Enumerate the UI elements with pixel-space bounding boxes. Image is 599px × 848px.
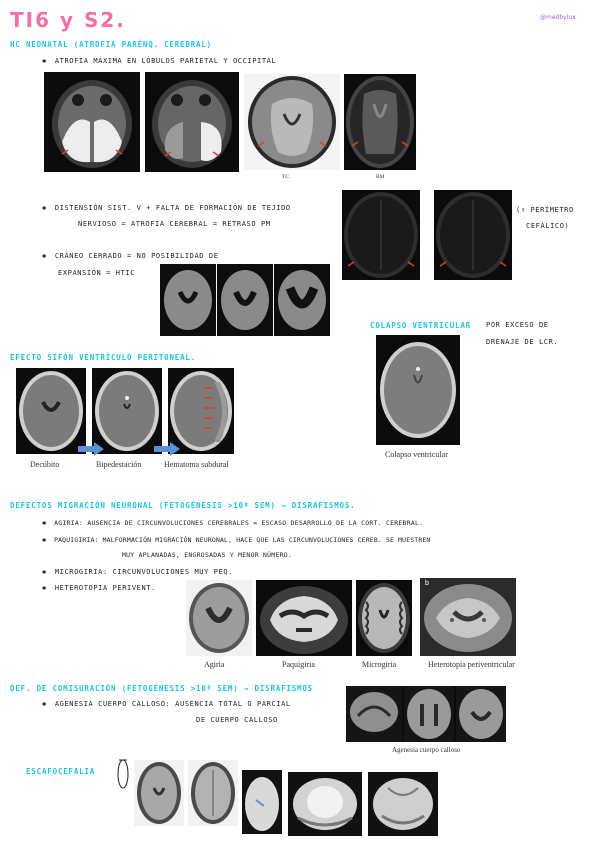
side-note-cefalico: CEFÁLICO) — [526, 222, 570, 230]
bullet-agenesia: ✱ AGENESIA CUERPO CALLOSO: AUSENCIA TOTA… — [42, 700, 291, 708]
caption-paquigiria: Paquigiria — [282, 660, 315, 669]
bullet-text: AGIRIA: AUSENCIA DE CIRCUNVOLUCIONES CER… — [54, 519, 424, 527]
scan-ct-1 — [44, 72, 140, 172]
bullet-agenesia-cont: DE CUERPO CALLOSO — [196, 716, 278, 724]
caption-bipedestacion: Bipedestación — [96, 460, 142, 469]
caption-agenesia: Agenesia cuerpo calloso — [392, 746, 461, 754]
caption-rm: RM — [376, 174, 385, 180]
scan-escafo-2 — [188, 760, 238, 826]
scan-microgiria — [356, 580, 412, 656]
bullet-star-icon: ✱ — [42, 519, 47, 527]
bullet-star-icon: ✱ — [42, 57, 47, 65]
scan-colapso — [376, 335, 460, 445]
bullet-text: PAQUIGIRIA: MALFORMACIÓN MIGRACIÓN NEURO… — [54, 536, 431, 544]
bullet-text: HETEROTOPIA PERIVENT. — [54, 584, 156, 592]
arrow-right-icon — [154, 442, 180, 456]
bullet-distension-cont: NERVIOSO = ATROFIA CEREBRAL = RETRASO PM — [78, 220, 271, 228]
scan-bipedestacion — [92, 368, 162, 454]
arrow-right-icon — [78, 442, 104, 456]
bullet-distension: ✱ DISTENSIÓN SIST. V + FALTA DE FORMACIÓ… — [42, 204, 291, 212]
caption-agiria: Agiria — [204, 660, 225, 669]
author-handle: @medbylux — [540, 14, 576, 21]
heading-comisuracion: DEF. DE COMISURACIÓN (FETOGÉNESIS >10ª S… — [10, 684, 313, 693]
bullet-star-icon: ✱ — [42, 252, 47, 260]
caption-heterotopia: Heterotopia periventricular — [428, 660, 515, 669]
scan-escafo-3d-1 — [242, 770, 282, 834]
bullet-paquigiria: ✱ PAQUIGIRIA: MALFORMACIÓN MIGRACIÓN NEU… — [42, 536, 430, 544]
scan-escafo-3d-2 — [288, 772, 362, 836]
scan-agiria — [186, 580, 252, 656]
scan-escafo-3d-3 — [368, 772, 438, 836]
bullet-microgiria: ✱ MICROGIRIA: CIRCUNVOLUCIONES MUY PEQ. — [42, 568, 233, 576]
scan-mri-axial-2 — [434, 190, 512, 280]
bullet-star-icon: ✱ — [42, 204, 47, 212]
scan-strip-agenesia — [346, 686, 506, 742]
bullet-agiria: ✱ AGIRIA: AUSENCIA DE CIRCUNVOLUCIONES C… — [42, 519, 423, 527]
scan-paquigiria — [256, 580, 352, 656]
scan-ct-2 — [145, 72, 239, 172]
panel-label: b — [425, 580, 429, 587]
bullet-craneo: ✱ CRÁNEO CERRADO = NO POSIBILIDAD DE — [42, 252, 219, 260]
heading-sifon: EFECTO SIFÓN VENTRÍCULO PERITONEAL. — [10, 353, 197, 362]
heading-hc-neonatal: HC NEONATAL (ATROFIA PARÉNQ. CEREBRAL) — [10, 40, 212, 49]
colapso-text-2: DRENAJE DE LCR. — [486, 338, 559, 346]
side-note-perimetro: (↑ PERÍMETRO — [516, 206, 574, 214]
caption-colapso: Colapso ventricular — [385, 450, 448, 459]
bullet-craneo-cont: EXPANSIÓN = HTIC — [58, 269, 136, 277]
scan-escafo-1 — [134, 760, 184, 826]
bullet-star-icon: ✱ — [42, 700, 47, 708]
heading-colapso: COLAPSO VENTRICULAR — [370, 321, 471, 330]
scan-decubito — [16, 368, 86, 454]
bullet-text: MICROGIRIA: CIRCUNVOLUCIONES MUY PEQ. — [54, 568, 233, 576]
page-title: TI6 y S2. — [10, 8, 126, 32]
scan-tc — [244, 74, 340, 170]
scan-mri-axial-1 — [342, 190, 420, 280]
scan-strip-htic — [160, 264, 330, 336]
bullet-text: AGENESIA CUERPO CALLOSO: AUSENCIA TOTAL … — [54, 700, 291, 708]
bullet-paquigiria-cont: MUY APLANADAS, ENGROSADAS Y MENOR NÚMERO… — [122, 551, 293, 559]
heading-migracion: DEFECTOS MIGRACIÓN NEURONAL (FETOGÉNESIS… — [10, 501, 356, 510]
colapso-text-1: POR EXCESO DE — [486, 321, 549, 329]
bullet-text: ATROFIA MÁXIMA EN LÓBULOS PARIETAL Y OCC… — [54, 57, 277, 65]
bullet-text: DISTENSIÓN SIST. V + FALTA DE FORMACIÓN … — [54, 204, 291, 212]
bullet-star-icon: ✱ — [42, 568, 47, 576]
bullet-star-icon: ✱ — [42, 536, 47, 544]
caption-tc: TC — [282, 174, 290, 180]
scan-rm — [344, 74, 416, 170]
bullet-text: CRÁNEO CERRADO = NO POSIBILIDAD DE — [54, 252, 219, 260]
bullet-atrofia: ✱ ATROFIA MÁXIMA EN LÓBULOS PARIETAL Y O… — [42, 57, 276, 65]
scan-heterotopia — [420, 578, 516, 656]
caption-microgiria: Microgiria — [362, 660, 397, 669]
heading-escafocefalia: ESCAFOCEFALIA — [26, 767, 96, 776]
bullet-star-icon: ✱ — [42, 584, 47, 592]
bullet-heterotopia: ✱ HETEROTOPIA PERIVENT. — [42, 584, 156, 592]
caption-hematoma: Hematoma subdural — [164, 460, 229, 469]
elongated-skull-icon — [117, 759, 129, 789]
scan-hematoma — [168, 368, 234, 454]
caption-decubito: Decúbito — [30, 460, 60, 469]
